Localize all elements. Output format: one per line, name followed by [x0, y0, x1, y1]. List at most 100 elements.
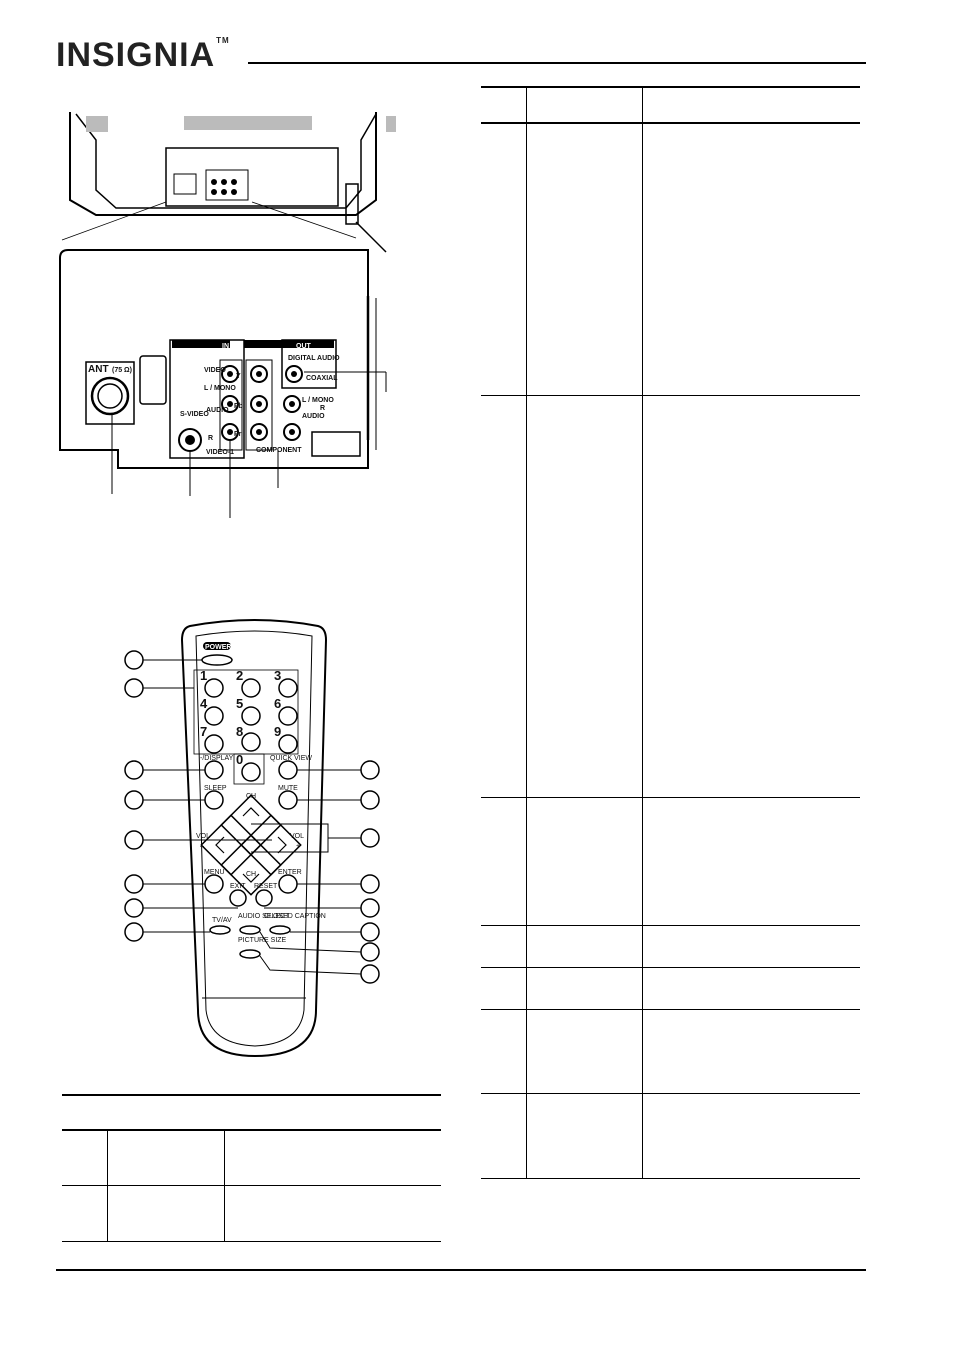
sleep-label: SLEEP	[204, 785, 227, 792]
out-audio-label: AUDIO	[302, 413, 325, 420]
right-table-top-rule	[481, 86, 860, 88]
pb-label: Pb	[234, 403, 243, 410]
y-label: Y	[236, 373, 241, 380]
digit-1: 1	[200, 668, 207, 683]
right-table-col2-head	[642, 88, 643, 122]
header-rule	[248, 62, 866, 64]
tv-back-panel-svg: ANT (75 Ω) IN VIDEO L / MONO AUDIO S-VID…	[59, 112, 396, 518]
digit-5: 5	[236, 696, 243, 711]
right-table-col2	[642, 122, 643, 1178]
s-video-label: S-VIDEO	[180, 411, 209, 418]
enter-button[interactable]	[278, 874, 298, 894]
button-6[interactable]	[278, 706, 298, 726]
picture-size-button[interactable]	[239, 949, 261, 959]
video-label: VIDEO	[204, 367, 226, 374]
trademark: TM	[216, 36, 230, 45]
coaxial-label: COAXIAL	[306, 375, 338, 382]
enter-label: ENTER	[278, 869, 302, 876]
ant-ohm-label: (75 Ω)	[112, 367, 132, 374]
right-table-row-rule-4	[481, 967, 860, 968]
right-table-bottom-rule	[481, 1178, 860, 1179]
right-table-col1	[526, 122, 527, 1178]
volume-up-button[interactable]	[240, 814, 302, 876]
display-label: -/DISPLAY	[200, 755, 234, 762]
channel-up-button[interactable]	[220, 794, 282, 856]
channel-up-icon	[242, 807, 260, 817]
button-7[interactable]	[204, 734, 224, 754]
mute-label: MUTE	[278, 785, 298, 792]
footer-rule	[56, 1269, 866, 1271]
tv-av-button[interactable]	[209, 925, 231, 935]
out-r-label: R	[320, 405, 325, 412]
left-table-row-rule	[62, 1185, 441, 1186]
menu-label: MENU	[204, 869, 225, 876]
quick-view-label: QUICK VIEW	[270, 755, 312, 762]
left-table-top-rule	[62, 1094, 441, 1096]
remote-control-figure: POWER 1 2 3 4 5 6 7 8 9 0 -/DISPLAY QUIC…	[120, 618, 390, 1062]
vol-plus-sign: +	[296, 843, 300, 850]
mute-button[interactable]	[278, 790, 298, 810]
digit-8: 8	[236, 724, 243, 739]
button-5[interactable]	[241, 706, 261, 726]
in-label: IN	[222, 343, 229, 350]
digital-audio-label: DIGITAL AUDIO	[288, 355, 340, 362]
audio-select-label: AUDIO SELECT	[238, 913, 290, 920]
button-2[interactable]	[241, 678, 261, 698]
channel-down-button[interactable]	[220, 834, 282, 896]
brand-logo: INSIGNIATM	[56, 36, 230, 75]
menu-button[interactable]	[204, 874, 224, 894]
brand-name: INSIGNIA	[56, 36, 216, 74]
button-0[interactable]	[241, 762, 261, 782]
channel-down-icon	[242, 873, 260, 883]
tv-av-label: TV/AV	[212, 917, 232, 924]
out-l-mono-label: L / MONO	[302, 397, 334, 404]
volume-up-icon	[277, 836, 287, 854]
digit-9: 9	[274, 724, 281, 739]
out-label: OUT	[296, 343, 312, 350]
ch-bottom-label: CH	[246, 871, 256, 878]
sleep-button[interactable]	[204, 790, 224, 810]
right-table-row-rule-3	[481, 925, 860, 926]
button-3[interactable]	[278, 678, 298, 698]
right-table-row-rule-6	[481, 1093, 860, 1094]
left-table-bottom-rule	[62, 1241, 441, 1242]
r-label: R	[208, 435, 213, 442]
reset-button[interactable]	[255, 889, 273, 907]
left-table-header-rule	[62, 1129, 441, 1131]
digit-2: 2	[236, 668, 243, 683]
picture-size-label: PICTURE SIZE	[238, 937, 287, 944]
digit-4: 4	[200, 696, 208, 711]
right-table-row-rule-2	[481, 797, 860, 798]
reset-label: RESET	[254, 883, 278, 890]
digit-0: 0	[236, 752, 243, 767]
button-1[interactable]	[204, 678, 224, 698]
left-table-col1	[107, 1129, 108, 1241]
component-label: COMPONENT	[256, 447, 302, 454]
video1-label: VIDEO-1	[206, 449, 234, 456]
digit-3: 3	[274, 668, 281, 683]
vol-plus-label: VOL	[290, 833, 304, 840]
ant-label: ANT	[88, 364, 109, 375]
closed-caption-label: CLOSED CAPTION	[264, 913, 326, 920]
ch-top-label: CH	[246, 793, 256, 800]
display-button[interactable]	[204, 760, 224, 780]
digit-7: 7	[200, 724, 207, 739]
vol-minus-label: VOL	[196, 833, 210, 840]
button-4[interactable]	[204, 706, 224, 726]
audio-select-button[interactable]	[239, 925, 261, 935]
volume-down-icon	[215, 836, 225, 854]
audio-label: AUDIO	[206, 407, 229, 414]
right-table-col1-head	[526, 88, 527, 122]
power-button[interactable]	[201, 654, 233, 666]
right-table-header-rule	[481, 122, 860, 124]
button-9[interactable]	[278, 734, 298, 754]
volume-down-button[interactable]	[200, 814, 262, 876]
vol-minus-sign: –	[200, 843, 204, 850]
quick-view-button[interactable]	[278, 760, 298, 780]
closed-caption-button[interactable]	[269, 925, 291, 935]
exit-button[interactable]	[229, 889, 247, 907]
digit-6: 6	[274, 696, 281, 711]
right-table-row-rule-1	[481, 395, 860, 396]
button-8[interactable]	[241, 732, 261, 752]
left-table-col2	[224, 1129, 225, 1241]
